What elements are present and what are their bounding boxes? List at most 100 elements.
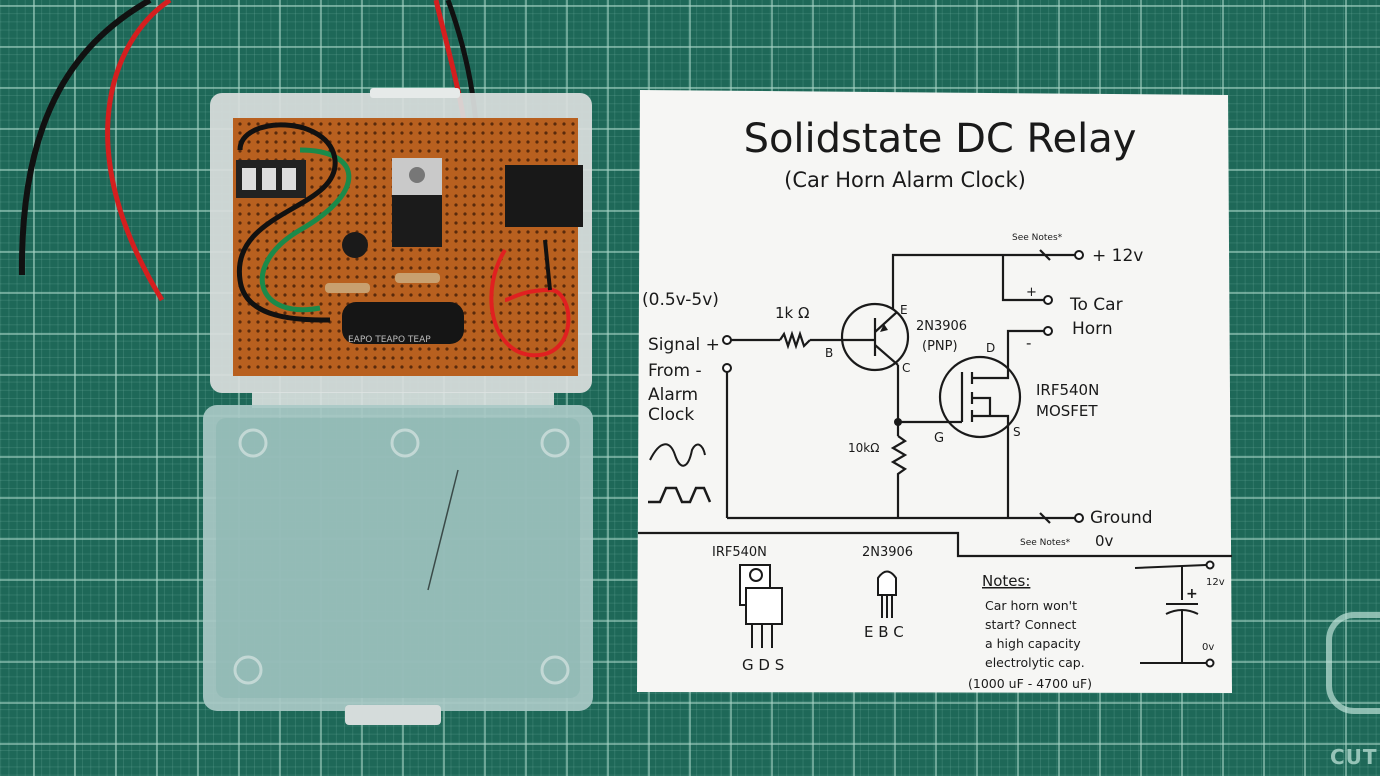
perfboard-hole [517, 338, 521, 342]
perfboard-hole [463, 194, 467, 198]
perfboard-hole [463, 176, 467, 180]
perfboard-hole [310, 122, 314, 126]
perfboard-hole [328, 293, 332, 297]
perfboard-hole [535, 329, 539, 333]
perfboard-hole [562, 149, 566, 153]
perfboard-hole [472, 266, 476, 270]
perfboard-hole [472, 149, 476, 153]
perfboard-hole [454, 131, 458, 135]
perfboard-hole [265, 230, 269, 234]
perfboard-hole [454, 122, 458, 126]
perfboard-hole [544, 320, 548, 324]
perfboard-hole [328, 338, 332, 342]
perfboard-hole [481, 131, 485, 135]
perfboard-hole [571, 329, 575, 333]
perfboard-hole [310, 158, 314, 162]
perfboard-hole [454, 167, 458, 171]
perfboard-hole [256, 122, 260, 126]
perfboard-hole [283, 320, 287, 324]
perfboard-hole [418, 284, 422, 288]
perfboard-hole [274, 230, 278, 234]
perfboard-hole [391, 356, 395, 360]
perfboard-hole [517, 320, 521, 324]
emitter-arrow [880, 324, 888, 332]
perfboard-hole [535, 347, 539, 351]
cap-top-label: 12v [1206, 577, 1225, 588]
perfboard-hole [499, 167, 503, 171]
perfboard-hole [256, 248, 260, 252]
perfboard-hole [310, 338, 314, 342]
perfboard-hole [319, 122, 323, 126]
perfboard-hole [409, 365, 413, 369]
perfboard-hole [463, 167, 467, 171]
perfboard-hole [382, 131, 386, 135]
perfboard-hole [319, 203, 323, 207]
perfboard-hole [265, 131, 269, 135]
perfboard-hole [508, 239, 512, 243]
perfboard-hole [283, 230, 287, 234]
perfboard-hole [472, 293, 476, 297]
perfboard-hole [373, 131, 377, 135]
pin-g: G [934, 431, 944, 446]
perfboard-hole [463, 284, 467, 288]
perfboard-hole [382, 266, 386, 270]
perfboard-hole [238, 311, 242, 315]
perfboard-hole [535, 293, 539, 297]
perfboard-hole [328, 221, 332, 225]
horn-minus: - [1026, 334, 1031, 352]
terminal-signal-minus [722, 363, 732, 373]
perfboard-hole [337, 293, 341, 297]
perfboard-hole [391, 257, 395, 261]
perfboard-hole [328, 158, 332, 162]
perfboard-hole [283, 356, 287, 360]
perfboard-hole [454, 158, 458, 162]
perfboard-hole [238, 338, 242, 342]
perfboard-hole [373, 167, 377, 171]
perfboard-hole [310, 248, 314, 252]
perfboard-hole [562, 131, 566, 135]
perfboard-hole [256, 221, 260, 225]
perfboard-hole [265, 203, 269, 207]
perfboard-hole [472, 365, 476, 369]
perfboard-hole [373, 239, 377, 243]
perfboard-hole [283, 131, 287, 135]
perfboard-hole [364, 203, 368, 207]
perfboard-hole [490, 248, 494, 252]
perfboard-hole [238, 239, 242, 243]
perfboard-hole [400, 131, 404, 135]
ground-voltage: 0v [1095, 532, 1114, 550]
pin-s: S [1013, 425, 1021, 439]
perfboard-hole [292, 347, 296, 351]
perfboard-hole [490, 329, 494, 333]
perfboard-hole [355, 212, 359, 216]
perfboard-hole [445, 284, 449, 288]
perfboard-hole [535, 158, 539, 162]
perfboard-hole [481, 302, 485, 306]
perfboard-hole [256, 293, 260, 297]
perfboard-hole [301, 248, 305, 252]
perfboard-hole [337, 176, 341, 180]
perfboard-hole [526, 248, 530, 252]
perfboard-hole [328, 356, 332, 360]
perfboard-hole [481, 140, 485, 144]
perfboard-hole [328, 302, 332, 306]
notes-line: start? Connect [985, 617, 1077, 632]
perfboard-hole [319, 338, 323, 342]
perfboard-hole [301, 140, 305, 144]
perfboard-hole [472, 239, 476, 243]
perfboard-hole [274, 275, 278, 279]
black-jumper [236, 122, 338, 323]
perfboard-hole [283, 149, 287, 153]
perfboard-hole [418, 131, 422, 135]
perfboard-hole [337, 329, 341, 333]
perfboard-hole [346, 203, 350, 207]
perfboard-hole [436, 356, 440, 360]
perfboard-hole [328, 212, 332, 216]
perfboard-hole [373, 365, 377, 369]
perfboard-hole [355, 203, 359, 207]
perfboard-hole [301, 347, 305, 351]
perfboard-hole [544, 365, 548, 369]
perfboard-hole [346, 347, 350, 351]
perfboard-hole [355, 176, 359, 180]
perfboard-hole [364, 275, 368, 279]
